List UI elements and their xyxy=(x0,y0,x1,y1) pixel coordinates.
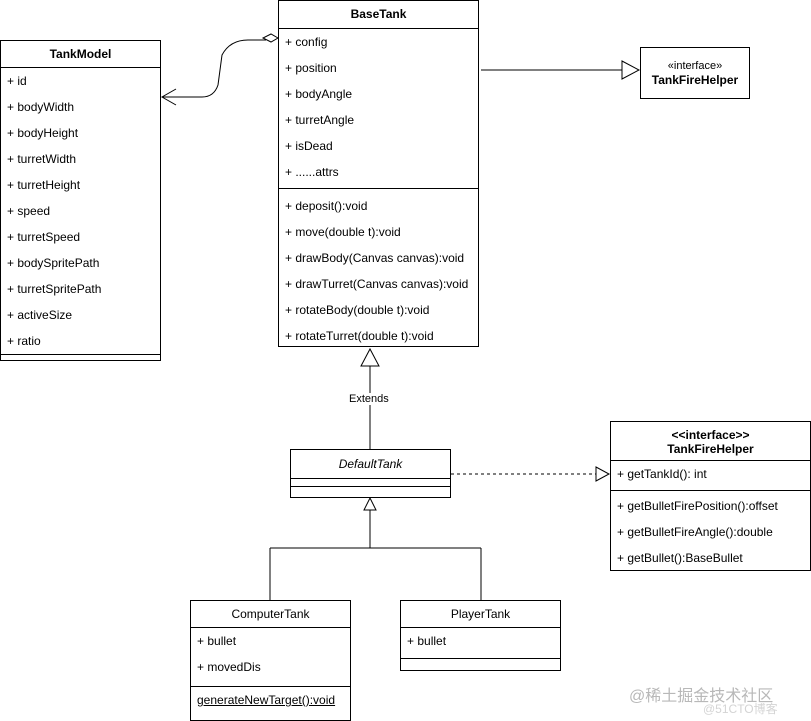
attribute-row: + movedDis xyxy=(197,660,261,674)
attribute-row: + bodySpritePath xyxy=(7,256,100,270)
realization-arrowhead-top xyxy=(621,60,641,80)
attribute-row: + turretSpeed xyxy=(7,230,81,244)
composition-arrowhead xyxy=(160,88,177,106)
attribute-row: + turretHeight xyxy=(7,178,81,192)
attribute-row: + bullet xyxy=(407,634,447,648)
tank-fire-helper-small-class[interactable]: «interface» TankFireHelper xyxy=(640,47,750,99)
method-row: generateNewTarget():void xyxy=(197,693,336,707)
attribute-row: + ratio xyxy=(7,334,41,348)
composition-line xyxy=(162,39,266,98)
extends-arrowhead xyxy=(360,347,380,367)
attribute-row: + bodyAngle xyxy=(285,87,353,101)
attribute-row: + config xyxy=(285,35,328,49)
method-row: + getTankId(): int xyxy=(617,467,707,481)
player-tank-attributes: + bullet xyxy=(401,628,560,654)
base-tank-class[interactable]: BaseTank + config+ position+ bodyAngle+ … xyxy=(278,0,479,347)
method-row: + rotateTurret(double t):void xyxy=(285,329,434,343)
method-row: + drawBody(Canvas canvas):void xyxy=(285,251,465,265)
attribute-row: + bullet xyxy=(197,634,237,648)
method-row: + drawTurret(Canvas canvas):void xyxy=(285,277,469,291)
base-tank-title: BaseTank xyxy=(350,7,407,21)
computer-tank-class[interactable]: ComputerTank + bullet + movedDis generate… xyxy=(190,600,351,721)
method-row: + deposit():void xyxy=(285,199,368,213)
attribute-row: + ......attrs xyxy=(285,165,339,179)
computer-tank-title: ComputerTank xyxy=(231,607,310,621)
tank-model-methods-divider xyxy=(1,354,160,355)
method-row: + getBulletFirePosition():offset xyxy=(617,499,778,513)
player-tank-class[interactable]: PlayerTank + bullet xyxy=(400,600,561,671)
attribute-row: + turretAngle xyxy=(285,113,355,127)
tank-model-title: TankModel xyxy=(49,47,112,61)
method-row: + getBulletFireAngle():double xyxy=(617,525,773,539)
default-tank-class[interactable]: DefaultTank xyxy=(290,449,451,498)
composition-diamond xyxy=(261,33,280,43)
attribute-row: + turretSpritePath xyxy=(7,282,102,296)
tank-fire-helper-class[interactable]: <<interface>> TankFireHelper + getTankId… xyxy=(610,421,811,571)
method-row: + getBullet():BaseBullet xyxy=(617,551,743,565)
attribute-row: + id xyxy=(7,74,27,88)
attribute-row: + isDead xyxy=(285,139,333,153)
method-row: + rotateBody(double t):void xyxy=(285,303,430,317)
dashed-realization-arrowhead xyxy=(595,466,611,482)
computer-tank-attributes: + bullet + movedDis xyxy=(191,628,350,680)
base-tank-methods: + deposit():void + move(double t):void + d… xyxy=(279,193,478,349)
tank-model-attributes: + id + bodyWidth + bodyHeight + turretWidth… xyxy=(1,68,160,354)
tank-fire-helper-small-stereotype: «interface» xyxy=(667,60,723,72)
default-tank-title: DefaultTank xyxy=(338,457,403,471)
method-row: + move(double t):void xyxy=(285,225,401,239)
attribute-row: + position xyxy=(285,61,337,75)
base-tank-attributes: + config + position + bodyAngle + turretAng… xyxy=(279,29,478,185)
computer-tank-methods: generateNewTarget():void xyxy=(191,687,350,713)
watermark: @稀土掘金技术社区 xyxy=(629,688,774,705)
inheritance-arrowhead xyxy=(363,496,377,511)
attribute-row: + activeSize xyxy=(7,308,73,322)
tank-fire-helper-stereotype: <<interface>> xyxy=(671,428,750,442)
attribute-row: + bodyWidth xyxy=(7,100,75,114)
attribute-row: + turretWidth xyxy=(7,152,77,166)
tank-fire-helper-small-title: TankFireHelper xyxy=(651,73,739,87)
tank-fire-helper-methods-a: + getTankId(): int xyxy=(611,461,810,487)
tank-fire-helper-methods-b: + getBulletFirePosition():offset + getBul… xyxy=(611,493,810,571)
player-tank-title: PlayerTank xyxy=(450,607,511,621)
tank-model-class[interactable]: TankModel + id + bodyWidth + bodyHeight + t… xyxy=(0,40,161,361)
attribute-row: + bodyHeight xyxy=(7,126,79,140)
tank-fire-helper-title: TankFireHelper xyxy=(667,442,754,456)
tank-fire-helper-header: <<interface>> TankFireHelper xyxy=(611,422,810,456)
attribute-row: + speed xyxy=(7,204,51,218)
watermark-faint: @51CTO博客 xyxy=(703,702,778,716)
extends-label: Extends xyxy=(349,393,389,405)
